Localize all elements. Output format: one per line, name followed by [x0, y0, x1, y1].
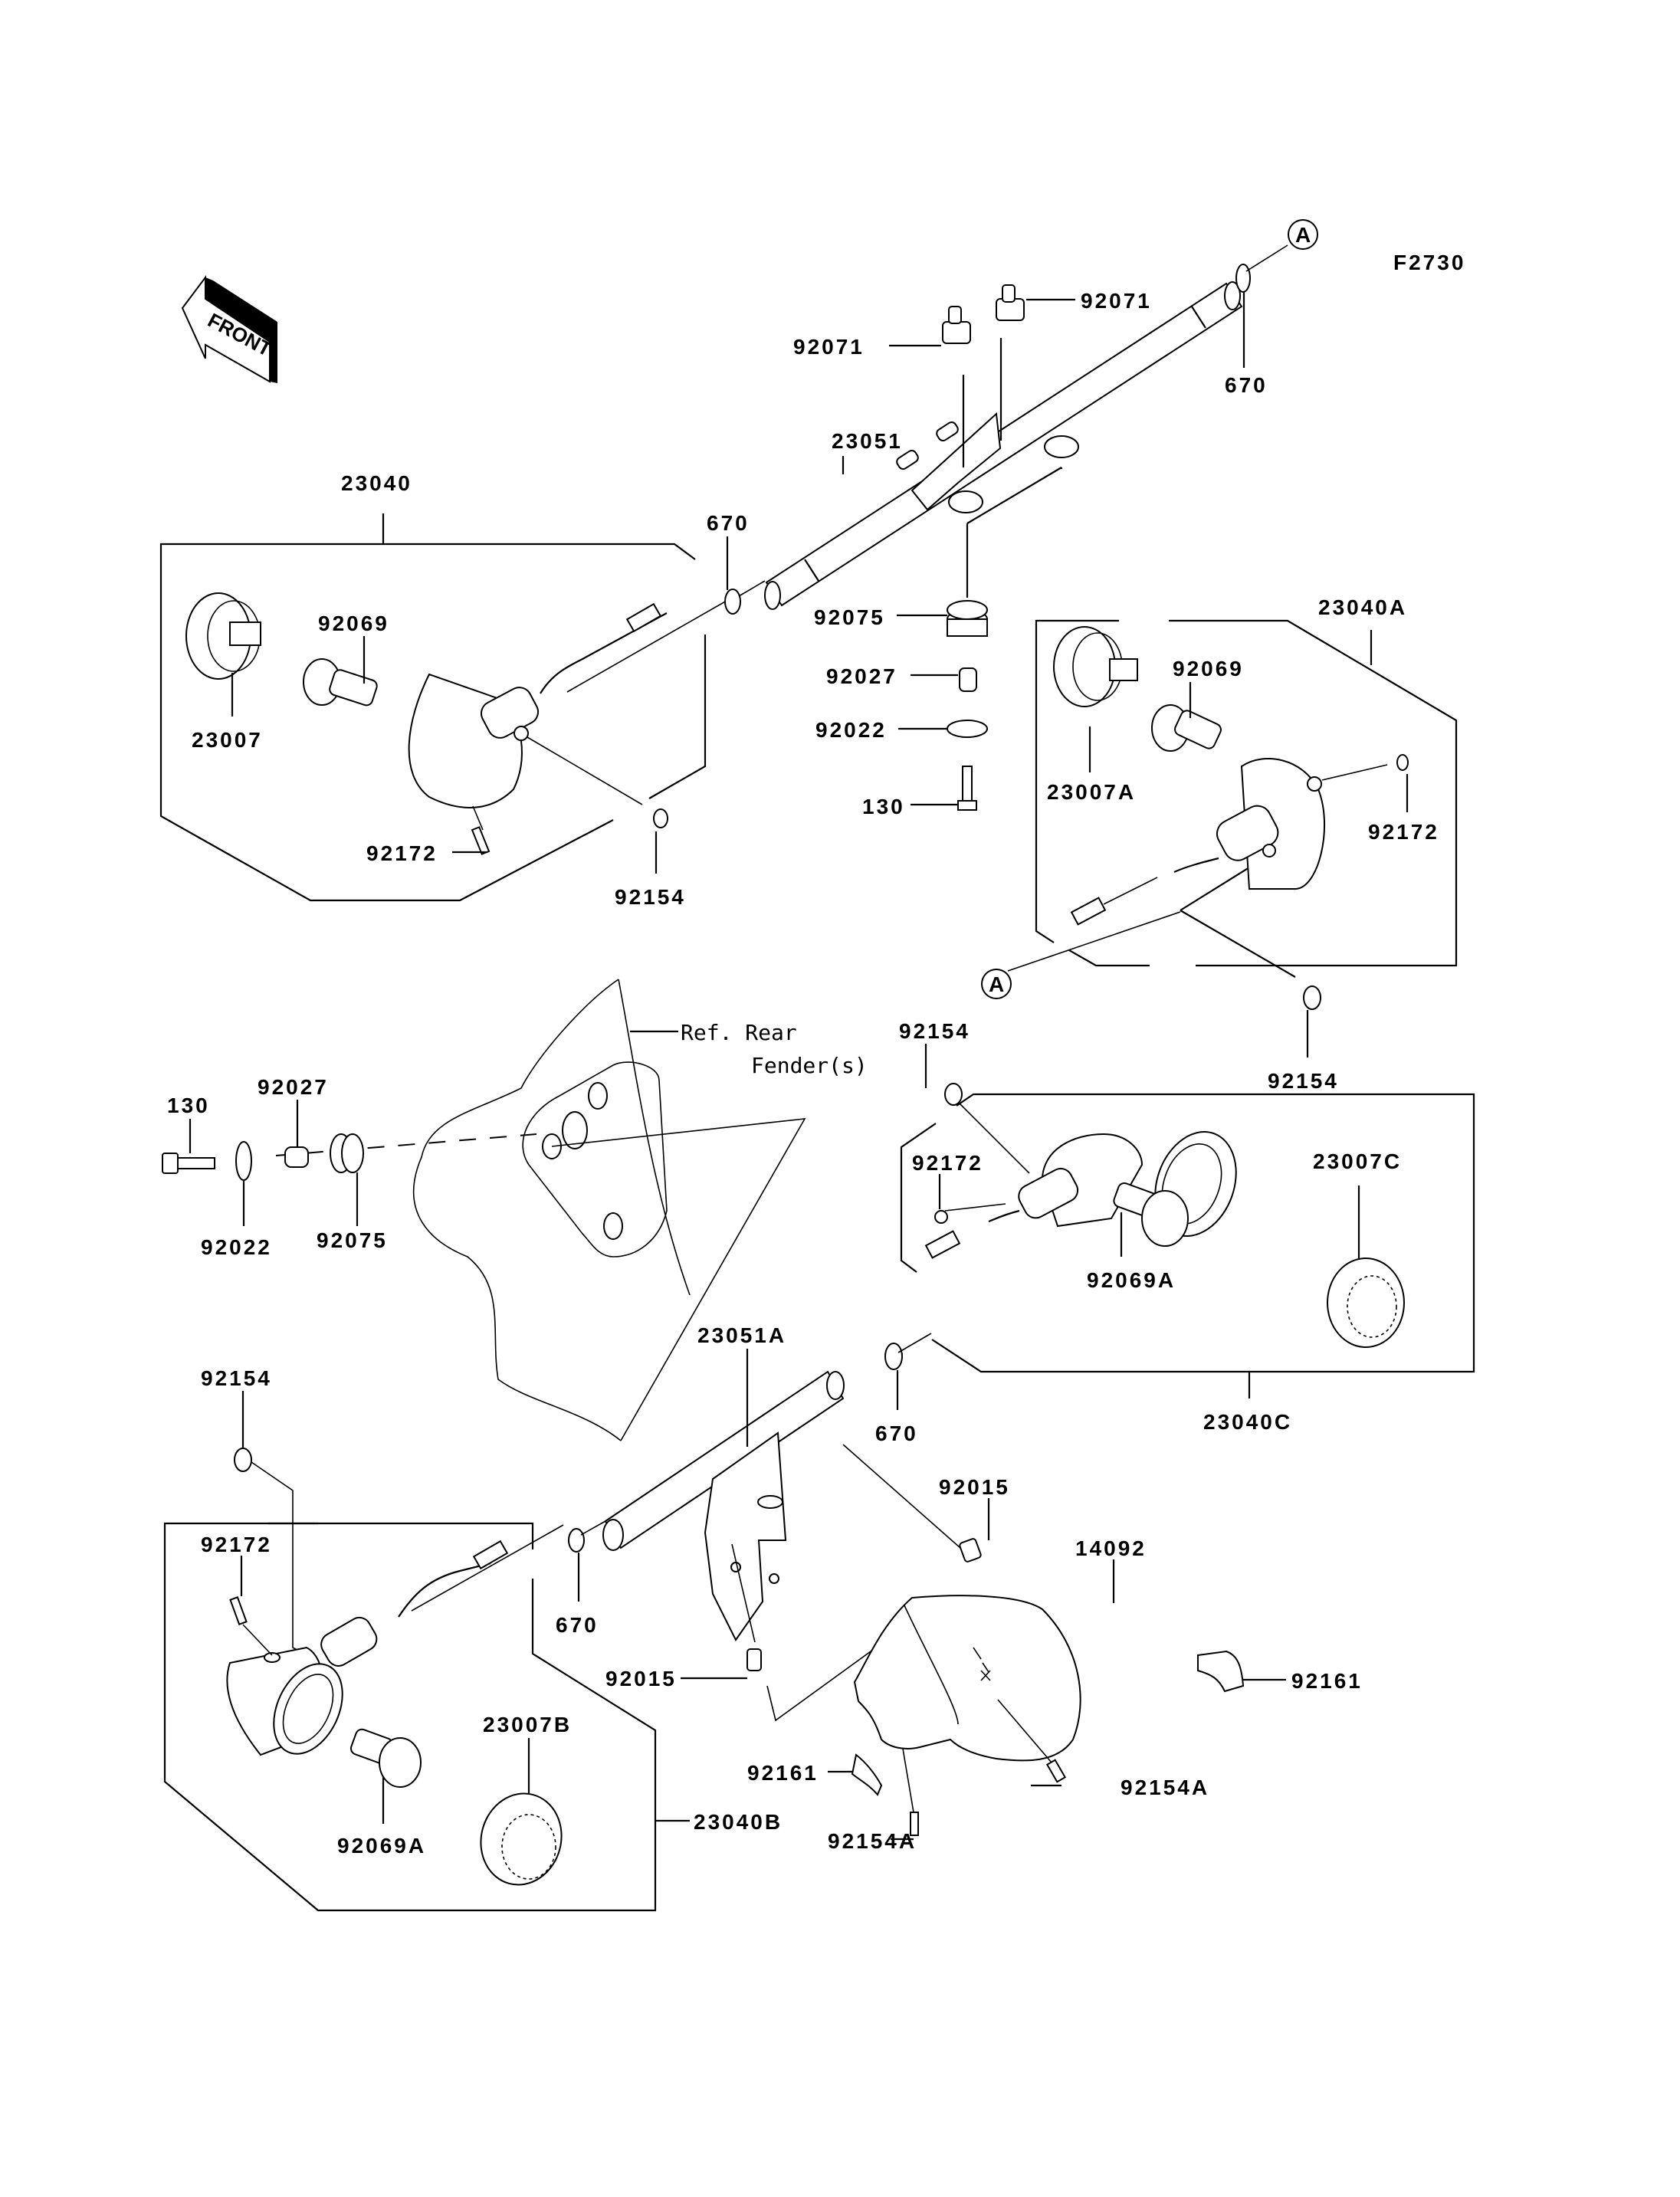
callout-lens-fr: 23007A [1047, 780, 1136, 804]
callout-bolt-front: 130 [862, 795, 905, 818]
lens-part [1053, 626, 1138, 707]
callout-screw-rl: 92172 [201, 1533, 272, 1556]
callout-lens-rl: 23007B [483, 1713, 572, 1736]
nut-part [234, 1448, 252, 1472]
assembly-box-rear-right [931, 1093, 1475, 1373]
bolt-part [910, 1812, 919, 1836]
bulb-part [1151, 704, 1222, 752]
cover-part [853, 1595, 1081, 1762]
oring-part [568, 1528, 585, 1553]
callout-assembly-front-right: 23040A [1318, 595, 1407, 619]
callout-screw-rr: 92172 [912, 1151, 983, 1175]
front-arrow-icon: FRONT [181, 275, 277, 383]
oring-part [884, 1343, 903, 1370]
rear-fender-reference [412, 979, 806, 1441]
callout-rear-stay: 23051A [697, 1323, 786, 1347]
callout-damper-rear: 92075 [317, 1228, 388, 1252]
collar-part [959, 667, 977, 692]
rear-stay-part [602, 1370, 845, 1641]
callout-clamp-lower: 92015 [605, 1667, 677, 1690]
nut-part [1303, 985, 1321, 1010]
turn-signal-housing-part [924, 1131, 1237, 1259]
callout-oring-top-left: 670 [707, 511, 750, 535]
collar-part [284, 1146, 309, 1168]
callout-collar-front: 92027 [826, 664, 897, 688]
reference-note-line2: Fender(s) [751, 1053, 868, 1078]
callout-screw-fr: 92172 [1368, 820, 1439, 844]
callout-oring-top-right: 670 [1225, 373, 1268, 397]
callout-bolt-rear: 130 [167, 1094, 210, 1117]
pad-part [1197, 1650, 1245, 1693]
oring-part [1235, 264, 1251, 293]
svg-text:A: A [1295, 223, 1313, 247]
callout-grommet-left: 92071 [793, 335, 865, 359]
screw-part [934, 1210, 948, 1224]
turn-signal-housing-part [1070, 758, 1325, 926]
washer-part [947, 720, 988, 738]
callout-pad-left: 92161 [747, 1761, 819, 1785]
callout-nut-fl: 92154 [615, 885, 686, 909]
callout-assembly-rear-right: 23040C [1203, 1410, 1292, 1434]
bulb-part [1113, 1182, 1189, 1247]
front-stay-part [764, 281, 1243, 610]
callout-oring-rear-right: 670 [875, 1421, 918, 1445]
callout-cover: 14092 [1075, 1536, 1147, 1560]
callout-grommet-right: 92071 [1081, 289, 1152, 313]
clamp-part [959, 1538, 982, 1562]
assembly-box-rear-left [163, 1522, 657, 1912]
callout-assembly-front-left: 23040 [341, 471, 412, 495]
callout-bolt-cover-left: 92154A [828, 1829, 917, 1853]
callout-nut-rl: 92154 [201, 1366, 272, 1390]
callout-pad-right: 92161 [1291, 1669, 1363, 1693]
bolt-part [957, 766, 977, 811]
callout-nut-rr: 92154 [899, 1019, 970, 1043]
screw-part [1396, 754, 1409, 771]
connector-marker-a-top: A [1288, 219, 1318, 250]
bulb-part [349, 1728, 422, 1788]
pad-part [851, 1753, 883, 1796]
callout-assembly-rear-left: 23040B [694, 1810, 783, 1834]
callout-bulb-fl: 92069 [318, 612, 389, 635]
callout-screw-fl: 92172 [366, 841, 438, 865]
connector-marker-a-bottom: A [981, 969, 1012, 999]
callout-bulb-fr: 92069 [1173, 657, 1244, 680]
lens-part [480, 1792, 563, 1886]
damper-part [330, 1133, 364, 1173]
screw-part [471, 826, 491, 855]
callout-collar-rear: 92027 [258, 1075, 329, 1099]
callout-bolt-cover-right: 92154A [1121, 1776, 1209, 1799]
assembly-box-front-right [1169, 619, 1458, 967]
turn-signal-housing-part [226, 1540, 509, 1756]
nut-part [944, 1083, 963, 1106]
callout-lens-rr: 23007C [1313, 1149, 1402, 1173]
callout-bulb-rr: 92069A [1087, 1268, 1176, 1292]
clamp-part [746, 1648, 762, 1671]
oring-part [724, 589, 741, 615]
callout-washer-front: 92022 [815, 718, 887, 742]
washer-part [235, 1141, 252, 1181]
bolt-part [1045, 1759, 1067, 1783]
callout-bulb-rl: 92069A [337, 1834, 426, 1858]
callout-damper-front: 92075 [814, 605, 885, 629]
lens-part [1327, 1258, 1405, 1348]
reference-note-line1: Ref. Rear [681, 1020, 797, 1045]
bolt-part [162, 1153, 215, 1174]
callout-clamp-upper: 92015 [939, 1475, 1010, 1499]
grommet-part [942, 284, 1025, 344]
callout-nut-fr: 92154 [1268, 1069, 1339, 1093]
assembly-box-front-left [159, 543, 696, 902]
callout-front-stay: 23051 [832, 429, 903, 453]
nut-part [653, 808, 668, 828]
bulb-part [303, 658, 378, 707]
callout-oring-rear-left: 670 [556, 1613, 599, 1637]
screw-part [229, 1596, 248, 1625]
turn-signal-housing-part [408, 602, 668, 808]
figure-id: F2730 [1393, 251, 1465, 274]
callout-washer-rear: 92022 [201, 1235, 272, 1259]
svg-text:A: A [989, 972, 1006, 996]
damper-part [947, 600, 988, 637]
lens-part [185, 592, 261, 680]
callout-lens-fl: 23007 [192, 728, 263, 752]
